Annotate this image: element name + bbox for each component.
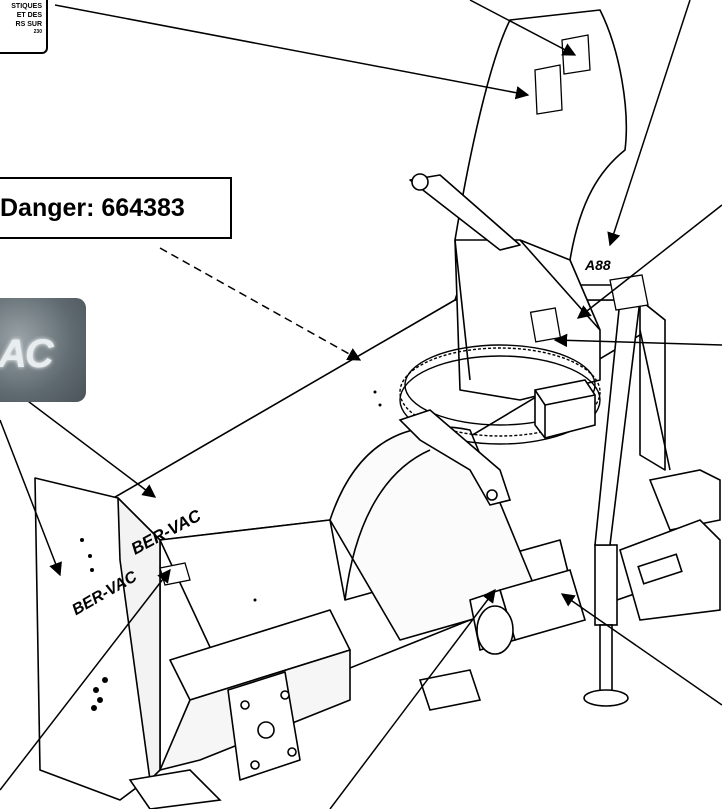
decal-line-3: RS SUR xyxy=(15,21,42,28)
decal-code: 230 xyxy=(33,29,42,35)
housing-number: A88 xyxy=(584,257,611,273)
decal-line-2: ET DES xyxy=(16,12,42,19)
brand-logo: AC xyxy=(0,298,86,402)
danger-callout-label: Danger: 664383 xyxy=(0,193,185,222)
pto-shaft-mount xyxy=(469,569,586,655)
skid-shoe xyxy=(128,669,482,809)
chute-motor xyxy=(534,379,596,439)
hitch-bracket xyxy=(398,409,512,506)
decal-line-1: STIQUES xyxy=(11,3,42,10)
ring-gear xyxy=(399,344,601,445)
bolt-holes xyxy=(80,390,382,711)
warning-decal: STIQUES ET DES RS SUR 230 xyxy=(0,0,48,54)
danger-callout-box: Danger: 664383 xyxy=(0,177,232,239)
three-point-hitch xyxy=(594,299,721,621)
brand-logo-text: AC xyxy=(0,332,54,376)
discharge-chute xyxy=(409,9,628,401)
